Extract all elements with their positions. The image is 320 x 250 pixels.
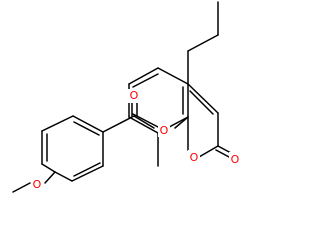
bond-benzo-5-inner [132,113,159,128]
bond-c3-c4 [187,83,219,114]
bond-anisole-4-inner [73,121,100,136]
atom-o-methoxy: O [31,177,43,191]
atom-label: O [160,124,169,137]
bond-anisole-4 [72,115,104,133]
bond-benzo-5 [128,116,159,134]
bond-carbonyl-o-ester [133,115,155,129]
bond-o-ring-c2 [198,145,219,158]
bond-anisole-2-inner [73,162,101,177]
bond-c2-o-lactone-2 [215,149,230,158]
bond-benzo-2 [157,67,189,85]
bond-anisole-7 [41,163,56,173]
atom-o-ring: O [188,150,200,164]
atom-label: O [33,178,42,191]
bonds [12,1,232,193]
atom-label: O [130,89,139,102]
bond-propyl-2 [187,34,219,52]
bond-methyl-o [12,182,31,193]
bond-anisole-5 [41,115,74,132]
atom-label: O [190,151,199,164]
bond-anisole-1 [54,171,73,182]
bond-ring-carbonyl [102,115,135,133]
atom-o-carbonyl-ester: O [128,89,140,103]
molecule-structure: O O O O O [12,1,241,193]
bond-c3-c4-inner [189,90,214,115]
bond-benzo-3 [128,67,159,85]
bond-anisole-2 [71,165,104,182]
atom-o-ester: O [158,123,170,137]
atom-label: O [231,153,240,166]
atom-o-lactone: O [229,152,241,166]
bond-o-aryl [44,171,56,184]
atom-labels: O O O O O [31,89,241,191]
bond-c2-o-lactone-1 [217,145,232,154]
bond-benzo-3-inner [132,73,159,88]
